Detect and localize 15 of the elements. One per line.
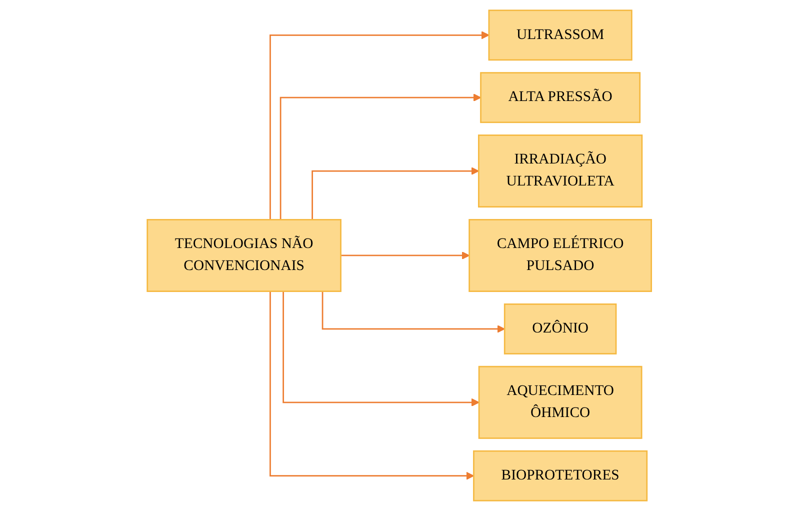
arrow (269, 30, 489, 220)
node-box: AQUECIMENTO ÔHMICO (478, 365, 642, 438)
node-box: BIOPROTETORES (472, 450, 648, 501)
node-box: OZÔNIO (504, 302, 616, 354)
node-box: ALTA PRESSÃO (480, 72, 640, 123)
arrow (269, 290, 474, 480)
arrow (280, 93, 481, 220)
arrow (282, 290, 480, 406)
node-box: TECNOLOGIAS NÃO CONVENCIONAIS (146, 218, 342, 292)
arrow (322, 290, 505, 332)
arrow (340, 250, 470, 260)
node-box: IRRADIAÇÃO ULTRAVIOLETA (478, 134, 642, 208)
node-box: ULTRASSOM (488, 9, 632, 60)
node-box: CAMPO ELÉTRICO PULSADO (468, 218, 652, 292)
arrow (311, 166, 479, 220)
